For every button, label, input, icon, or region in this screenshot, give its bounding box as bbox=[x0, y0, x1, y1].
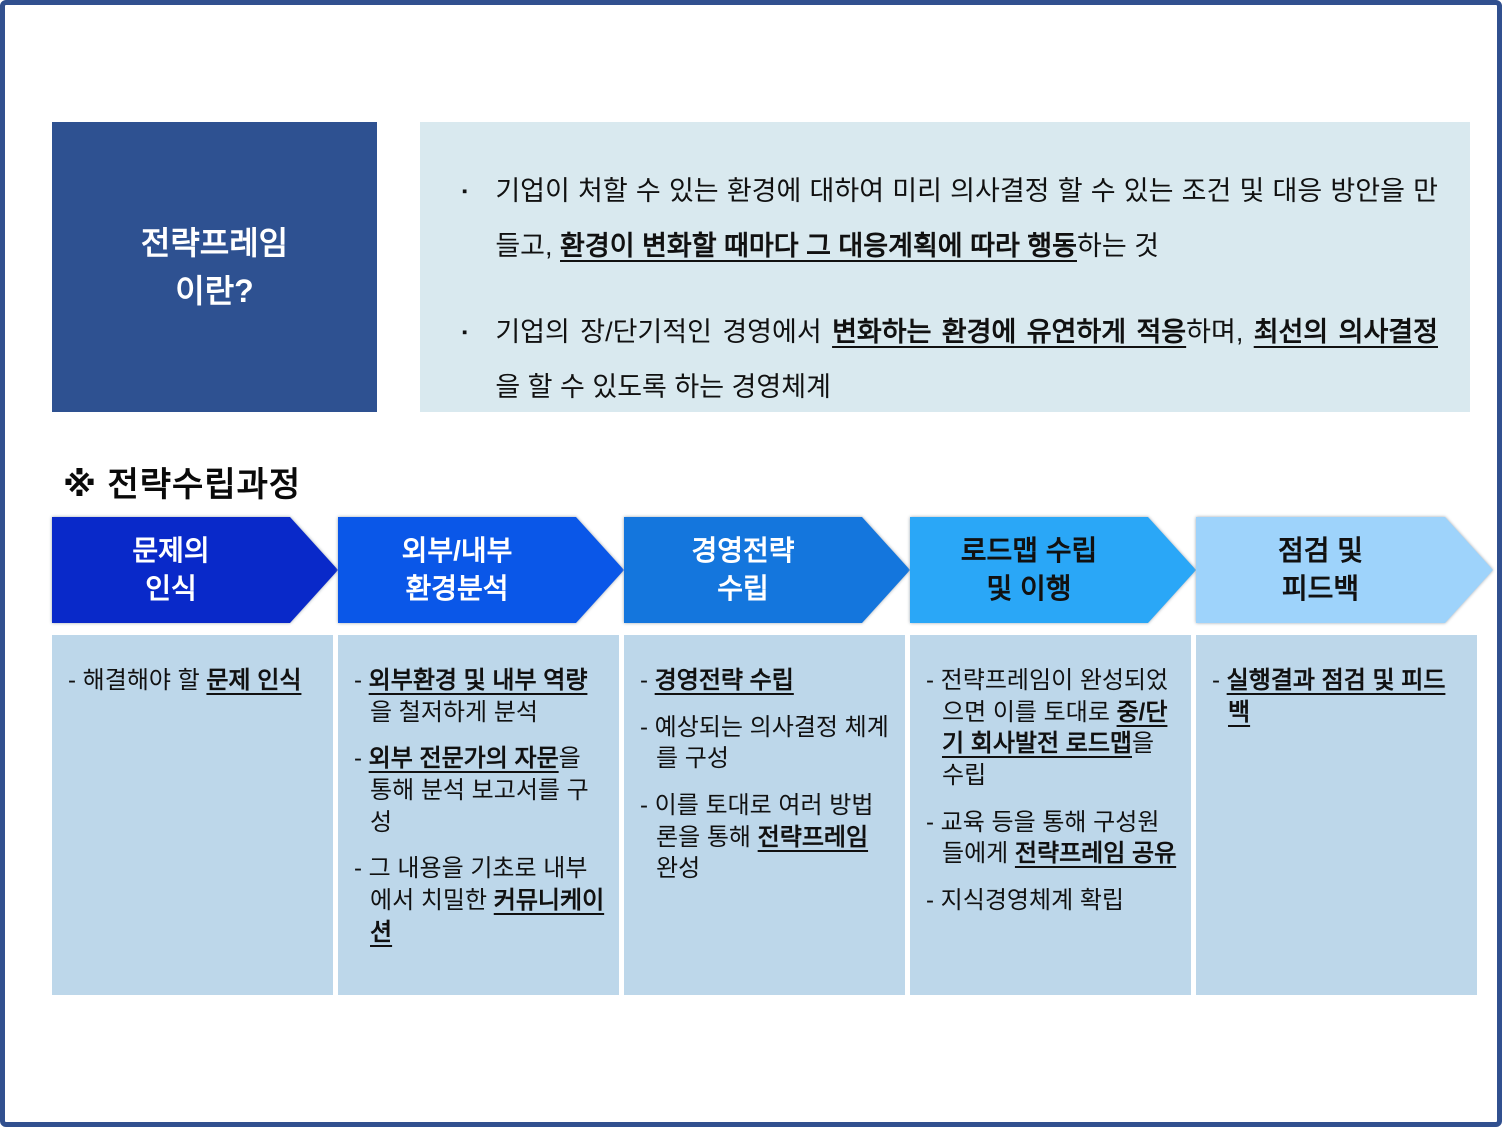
step-detail-item: 그 내용을 기초로 내부에서 치밀한 커뮤니케이션 bbox=[354, 853, 605, 948]
step-arrow: 로드맵 수립 및 이행 bbox=[910, 517, 1196, 623]
step-detail-item: 전략프레임이 완성되었으면 이를 토대로 중/단기 회사발전 로드맵을 수립 bbox=[926, 665, 1177, 792]
definition-bullet: ▪ 기업이 처할 수 있는 환경에 대하여 미리 의사결정 할 수 있는 조건 … bbox=[460, 164, 1438, 275]
definition-bullet: ▪ 기업의 장/단기적인 경영에서 변화하는 환경에 유연하게 적응하며, 최선… bbox=[460, 305, 1438, 416]
step-detail-item: 지식경영체계 확립 bbox=[926, 885, 1177, 917]
step-arrow-wrap: 점검 및 피드백 bbox=[1196, 517, 1493, 623]
step-detail-box: 실행결과 점검 및 피드백 bbox=[1196, 635, 1477, 995]
step-detail-item: 실행결과 점검 및 피드백 bbox=[1212, 665, 1463, 728]
step-detail-item: 예상되는 의사결정 체계를 구성 bbox=[640, 712, 891, 775]
step-detail-box: 경영전략 수립 예상되는 의사결정 체계를 구성 이를 토대로 여러 방법론을 … bbox=[624, 635, 905, 995]
square-bullet-icon: ▪ bbox=[462, 183, 468, 200]
step-detail-item: 경영전략 수립 bbox=[640, 665, 891, 697]
process-flow: 문제의 인식 해결해야 할 문제 인식 외부/내부 환경분석 외부환경 및 내부… bbox=[52, 517, 1477, 995]
process-step-1: 문제의 인식 해결해야 할 문제 인식 bbox=[52, 517, 333, 995]
square-bullet-icon: ▪ bbox=[462, 323, 468, 341]
page-title: 전략프레임 이란? bbox=[140, 225, 289, 309]
step-arrow-wrap: 경영전략 수립 bbox=[624, 517, 910, 623]
step-detail-item: 외부 전문가의 자문을 통해 분석 보고서를 구성 bbox=[354, 743, 605, 838]
title-box: 전략프레임 이란? bbox=[52, 122, 377, 412]
process-step-5: 점검 및 피드백 실행결과 점검 및 피드백 bbox=[1196, 517, 1477, 995]
step-arrow-wrap: 로드맵 수립 및 이행 bbox=[910, 517, 1196, 623]
step-arrow-label: 로드맵 수립 및 이행 bbox=[960, 535, 1098, 604]
step-detail-item: 이를 토대로 여러 방법론을 통해 전략프레임 완성 bbox=[640, 790, 891, 885]
definition-text: 기업이 처할 수 있는 환경에 대하여 미리 의사결정 할 수 있는 조건 및 … bbox=[495, 176, 1438, 262]
step-detail-box: 외부환경 및 내부 역량을 철저하게 분석 외부 전문가의 자문을 통해 분석 … bbox=[338, 635, 619, 995]
step-arrow: 외부/내부 환경분석 bbox=[338, 517, 624, 623]
step-detail-item: 외부환경 및 내부 역량을 철저하게 분석 bbox=[354, 665, 605, 728]
step-arrow-wrap: 외부/내부 환경분석 bbox=[338, 517, 624, 623]
process-step-4: 로드맵 수립 및 이행 전략프레임이 완성되었으면 이를 토대로 중/단기 회사… bbox=[910, 517, 1191, 995]
section-heading: ※ 전략수립과정 bbox=[63, 466, 302, 504]
step-arrow-label: 문제의 인식 bbox=[132, 535, 210, 604]
process-step-3: 경영전략 수립 경영전략 수립 예상되는 의사결정 체계를 구성 이를 토대로 … bbox=[624, 517, 905, 995]
process-step-2: 외부/내부 환경분석 외부환경 및 내부 역량을 철저하게 분석 외부 전문가의… bbox=[338, 517, 619, 995]
definition-text: 기업의 장/단기적인 경영에서 변화하는 환경에 유연하게 적응하며, 최선의 … bbox=[495, 316, 1438, 403]
step-arrow: 문제의 인식 bbox=[52, 517, 338, 623]
step-arrow: 점검 및 피드백 bbox=[1196, 517, 1493, 623]
step-detail-box: 해결해야 할 문제 인식 bbox=[52, 635, 333, 995]
step-detail-box: 전략프레임이 완성되었으면 이를 토대로 중/단기 회사발전 로드맵을 수립 교… bbox=[910, 635, 1191, 995]
step-detail-item: 해결해야 할 문제 인식 bbox=[68, 665, 319, 697]
step-arrow: 경영전략 수립 bbox=[624, 517, 910, 623]
step-arrow-label: 외부/내부 환경분석 bbox=[401, 535, 513, 604]
step-arrow-label: 경영전략 수립 bbox=[691, 535, 795, 604]
step-arrow-wrap: 문제의 인식 bbox=[52, 517, 338, 623]
step-arrow-label: 점검 및 피드백 bbox=[1277, 535, 1364, 604]
step-detail-item: 교육 등을 통해 구성원들에게 전략프레임 공유 bbox=[926, 807, 1177, 870]
definition-box: ▪ 기업이 처할 수 있는 환경에 대하여 미리 의사결정 할 수 있는 조건 … bbox=[420, 122, 1470, 412]
